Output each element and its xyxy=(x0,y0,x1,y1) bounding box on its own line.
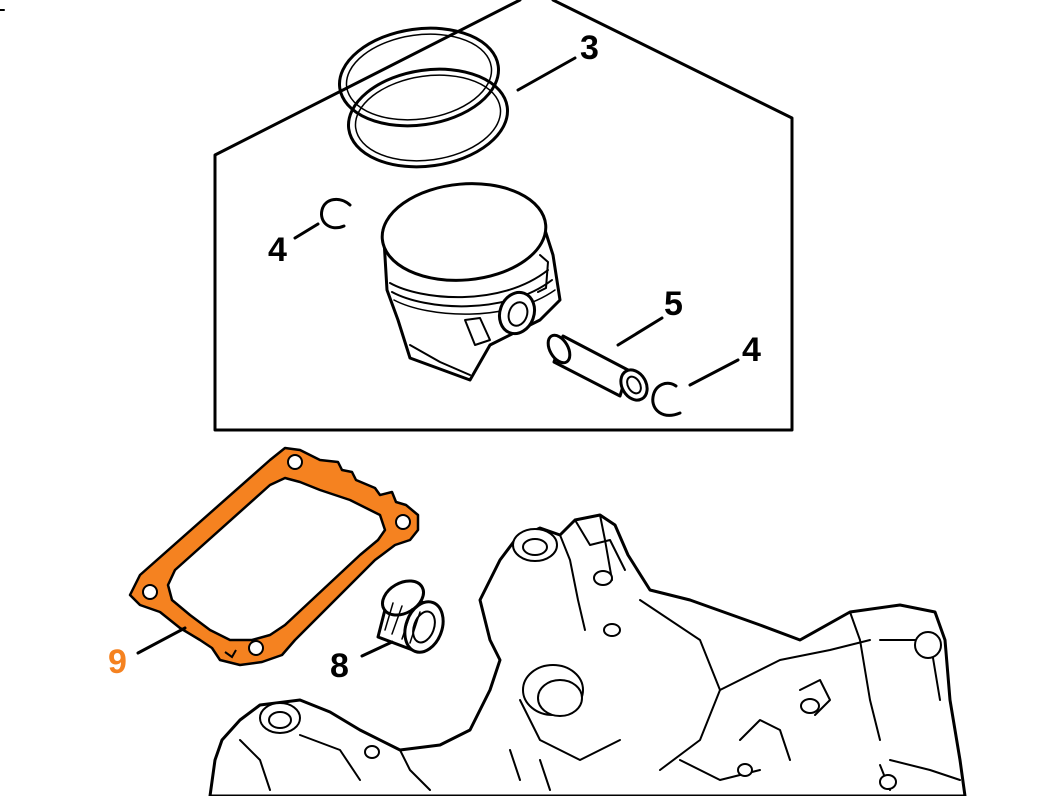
callout-9: 9 xyxy=(108,643,127,681)
leader-line-8 xyxy=(360,640,394,658)
cylinder-gasket xyxy=(128,446,420,667)
crankcase-housing xyxy=(208,513,967,796)
circlip-left xyxy=(320,197,352,230)
piston-rings xyxy=(337,26,510,169)
piston xyxy=(380,182,562,382)
piston-kit-group-frame xyxy=(213,0,794,432)
callout-4-left: 4 xyxy=(268,231,287,269)
leader-line-9 xyxy=(136,626,187,655)
callout-5: 5 xyxy=(664,285,683,323)
leader-line-4-right xyxy=(688,358,740,387)
leader-line-4-left xyxy=(293,222,320,240)
leader-line-3 xyxy=(516,56,577,92)
leader-line-5 xyxy=(616,316,664,347)
callout-4-right: 4 xyxy=(742,331,761,369)
circlip-right xyxy=(651,381,682,417)
needle-bearing xyxy=(376,579,445,654)
piston-pin xyxy=(546,333,649,402)
callout-8: 8 xyxy=(330,647,349,685)
callout-3: 3 xyxy=(580,29,599,67)
